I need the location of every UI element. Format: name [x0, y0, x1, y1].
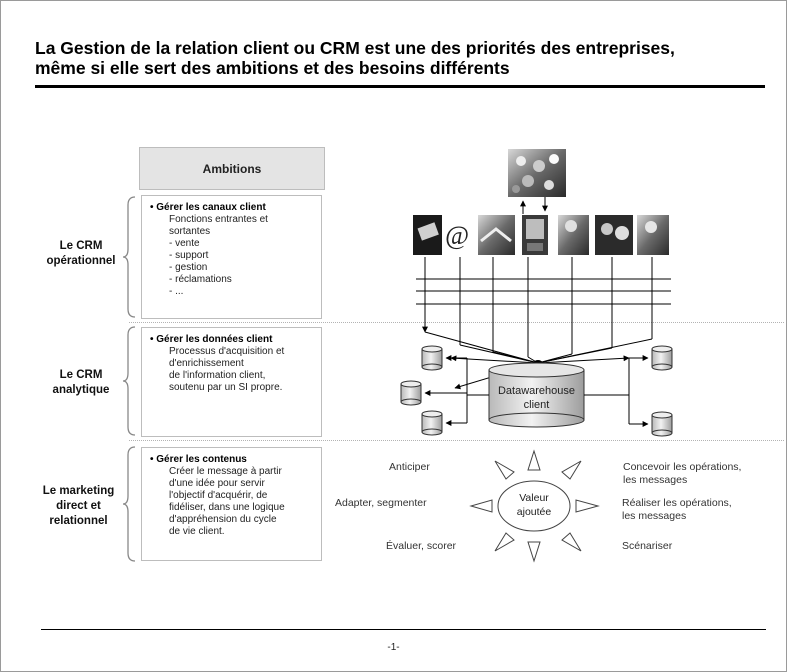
title-underline — [35, 85, 765, 88]
row-label-operationnel: Le CRM opérationnel — [46, 240, 116, 267]
at-sign-icon: @ — [445, 221, 469, 250]
ambition-box-canaux: • Gérer les canaux client Fonctions entr… — [141, 195, 322, 319]
label-scenariser: Scénariser — [622, 540, 673, 552]
call-center-icon — [558, 215, 589, 255]
db-cylinder-left-top — [421, 345, 443, 371]
title-line-1: La Gestion de la relation client ou CRM … — [35, 38, 675, 58]
db-cylinder-right-bottom — [651, 411, 673, 437]
grid-lines — [416, 278, 671, 305]
value-sun-icon — [469, 449, 600, 563]
brace-analytique — [122, 326, 136, 436]
title-line-2: même si elle sert des ambitions et des b… — [35, 58, 510, 78]
ambition-body: Fonctions entrantes et sortantes - vente… — [169, 214, 268, 297]
meeting-icon — [595, 215, 633, 255]
left-connectors — [424, 355, 489, 426]
pda-icon — [522, 215, 548, 255]
datawarehouse-cylinder — [488, 362, 585, 428]
ambition-heading: • Gérer les données client — [150, 334, 273, 345]
db-cylinder-left-bottom — [421, 410, 443, 436]
db-cylinder-right-top — [651, 345, 673, 371]
svg-text:@: @ — [445, 221, 469, 250]
ambition-body: Processus d'acquisition et d'enrichissem… — [169, 346, 285, 393]
channel-lines — [422, 257, 653, 357]
row-label-marketing: Le marketing direct et relationnel — [42, 485, 115, 527]
label-concevoir: Concevoir les opérations, les messages — [623, 461, 742, 486]
salesperson-icon — [637, 215, 669, 255]
page-number: -1- — [387, 642, 400, 653]
label-realiser: Réaliser les opérations, les messages — [622, 497, 732, 522]
db-cylinder-left-mid — [400, 380, 422, 406]
ambition-heading: • Gérer les canaux client — [150, 202, 266, 213]
band-separator-1 — [129, 322, 784, 323]
channel-icons: @ — [413, 215, 669, 255]
mail-hand-icon — [413, 215, 442, 255]
slide-title: La Gestion de la relation client ou CRM … — [35, 38, 765, 78]
brace-operationnel — [122, 196, 136, 318]
brace-marketing — [122, 446, 136, 562]
band-separator-2 — [129, 440, 784, 441]
ambitions-header: Ambitions — [139, 147, 325, 190]
label-anticiper: Anticiper — [389, 461, 430, 473]
datawarehouse-label: Datawarehouse client — [497, 385, 576, 411]
ambition-body: Créer le message à partir d'une idée pou… — [169, 466, 285, 537]
value-label: Valeur ajoutée — [516, 492, 552, 518]
ambition-box-contenus: • Gérer les contenus Créer le message à … — [141, 447, 322, 561]
handshake-icon — [478, 215, 515, 255]
label-evaluer: Évaluer, scorer — [386, 540, 457, 552]
row-label-analytique: Le CRM analytique — [52, 369, 110, 396]
crowd-photo-icon — [508, 149, 566, 197]
label-adapter: Adapter, segmenter — [335, 497, 427, 509]
ambition-heading: • Gérer les contenus — [150, 454, 247, 465]
ambition-box-donnees: • Gérer les données client Processus d'a… — [141, 327, 322, 437]
right-connectors — [584, 355, 649, 427]
footer-rule — [41, 629, 766, 630]
